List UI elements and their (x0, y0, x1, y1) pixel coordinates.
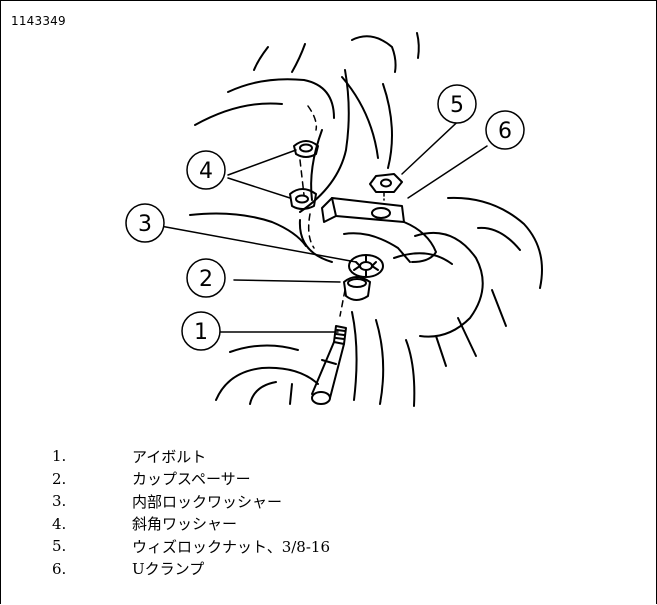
legend-item: 2. カップスペーサー (0, 468, 657, 491)
internal-lock-washer-part (348, 254, 384, 278)
parts-legend: 1. アイボルト 2. カップスペーサー 3. 内部ロックワッシャー 4. 斜角… (0, 445, 657, 580)
callout-circle-2 (186, 258, 226, 298)
legend-label: Uクランプ (132, 560, 205, 579)
eye-bolt-part (311, 325, 347, 405)
legend-label: カップスペーサー (132, 470, 251, 489)
callout-number-3: 3 (138, 212, 152, 237)
legend-label: 斜角ワッシャー (132, 515, 238, 534)
u-clamp-part (321, 197, 437, 263)
legend-number: 3. (52, 492, 67, 511)
exploded-assembly-illustration: 1 2 3 4 5 6 (125, 32, 543, 407)
whizlock-nut-part (369, 173, 403, 201)
legend-item: 5. ウィズロックナット、3/8-16 (0, 535, 657, 558)
legend-item: 1. アイボルト (0, 445, 657, 468)
callout-circle-1 (181, 311, 221, 351)
assembly-axis-lines (299, 105, 346, 317)
legend-item: 4. 斜角ワッシャー (0, 513, 657, 536)
legend-number: 6. (52, 559, 67, 578)
legend-label: 内部ロックワッシャー (132, 492, 283, 511)
callout-circles (125, 84, 525, 351)
legend-number: 2. (52, 469, 67, 488)
callout-number-1: 1 (194, 320, 208, 345)
legend-item: 6. Uクランプ (0, 558, 657, 581)
legend-number: 1. (52, 447, 67, 466)
callout-circle-5 (437, 84, 477, 124)
beveled-washer-lower (289, 188, 317, 210)
beveled-washer-upper (293, 140, 319, 158)
legend-number: 5. (52, 537, 67, 556)
background-frame-contours (189, 32, 543, 407)
callout-number-2: 2 (199, 267, 213, 292)
callout-number-6: 6 (498, 119, 512, 144)
legend-label: アイボルト (132, 447, 207, 466)
callout-circle-4 (186, 150, 226, 190)
callout-circle-6 (485, 110, 525, 150)
callout-leaders (154, 111, 488, 333)
cup-spacer-part (343, 276, 371, 301)
callout-number-5: 5 (450, 93, 464, 118)
callout-circle-3 (125, 203, 165, 243)
legend-number: 4. (52, 514, 67, 533)
legend-label: ウィズロックナット、3/8-16 (132, 537, 330, 556)
legend-item: 3. 内部ロックワッシャー (0, 490, 657, 513)
callout-number-4: 4 (199, 159, 213, 184)
figure-id: 1143349 (11, 14, 66, 28)
callout-numbers: 1 2 3 4 5 6 (138, 93, 512, 345)
